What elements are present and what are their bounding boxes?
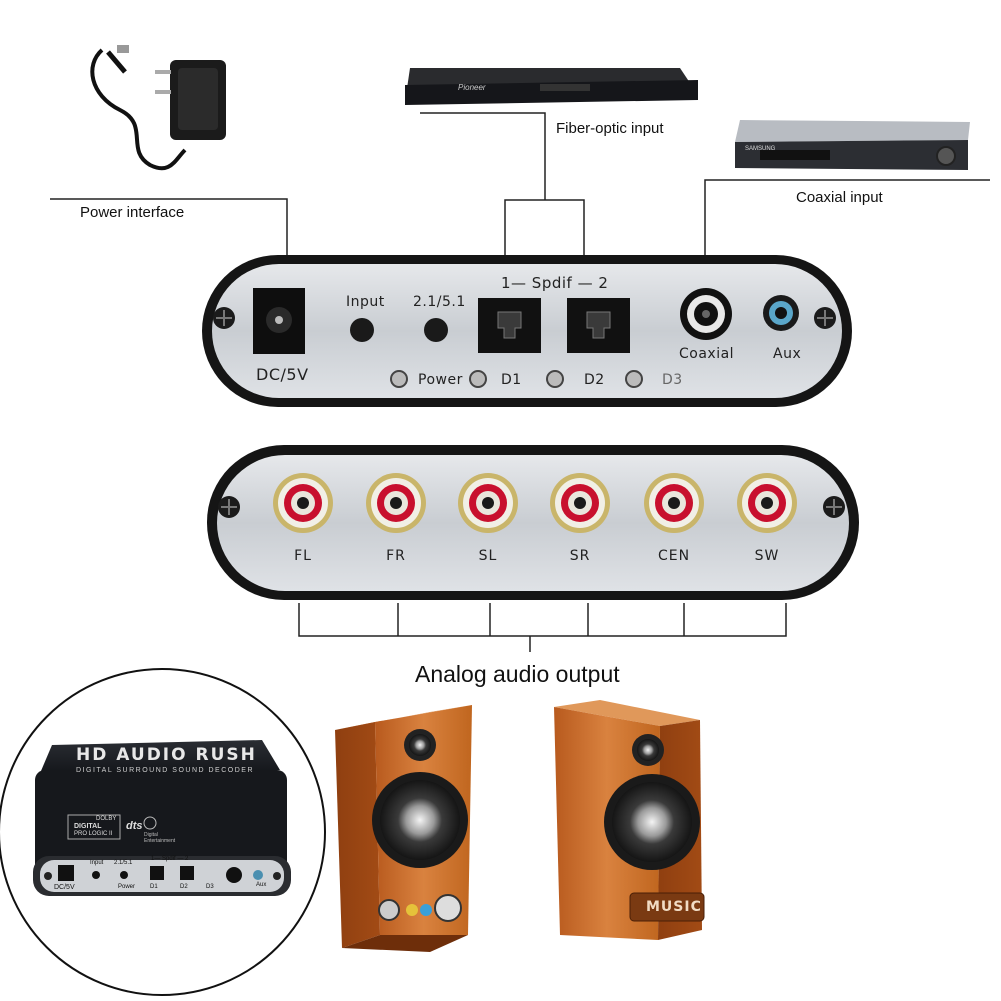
inset-spdif-label: 1— Spdif — 2 (151, 856, 189, 862)
channel-label-sr: SR (569, 548, 591, 564)
coaxial-jack (680, 288, 732, 340)
inset-aux-label: Aux (256, 882, 267, 888)
inset-led-d3: D3 (206, 884, 214, 890)
inset-led-power: Power (118, 884, 136, 890)
input-label: Input (346, 294, 385, 310)
inset-led-d1: D1 (150, 884, 158, 890)
channel-label-sw: SW (754, 548, 780, 564)
rca-jack-sw (737, 473, 797, 533)
aux-label: Aux (773, 346, 802, 362)
pioneer-logo: Pioneer (458, 83, 486, 92)
music-badge (629, 892, 705, 922)
mode-button (424, 318, 448, 342)
rca-jack-sl (458, 473, 518, 533)
coaxial-label: Coaxial (679, 346, 735, 362)
led-power (390, 370, 408, 388)
inset-led-d2: D2 (180, 884, 188, 890)
inset-dc-label: DC/5V (54, 884, 75, 891)
analog-output-label: Analog audio output (415, 661, 620, 687)
inset-dolby-logo (67, 814, 121, 840)
rca-jack-fr (366, 473, 426, 533)
led-label-d2: D2 (584, 372, 605, 388)
screw-right (823, 496, 845, 518)
channel-label-sl: SL (478, 548, 498, 564)
led-label-d1: D1 (501, 372, 522, 388)
product-inset (0, 668, 326, 996)
inset-dolby-text-3: PRO LOGIC II (74, 831, 113, 837)
connector-lines-bottom (298, 603, 787, 652)
svg-text:SAMSUNG: SAMSUNG (745, 146, 776, 152)
front-panel (202, 255, 852, 407)
coaxial-player-image: SAMSUNG (735, 120, 970, 170)
power-interface-label: Power interface (80, 204, 185, 221)
inset-dts-sub: Digital Entertainment (144, 832, 176, 844)
led-label-d3: D3 (662, 372, 683, 388)
dc-label: DC/5V (256, 365, 309, 384)
led-label-power: Power (418, 372, 463, 388)
music-badge-text: MUSIC (646, 899, 702, 915)
optical-port-2 (567, 298, 630, 353)
coaxial-input-label: Coaxial input (796, 189, 883, 206)
channel-label-cen: CEN (657, 548, 691, 564)
rca-jack-fl (273, 473, 333, 533)
optical-port-1 (478, 298, 541, 353)
screw-left (213, 307, 235, 329)
led-d3 (625, 370, 643, 388)
inset-mode-label: 2.1/5.1 (114, 860, 133, 866)
aux-jack (763, 295, 799, 331)
mode-label: 2.1/5.1 (413, 294, 466, 310)
speaker-right (554, 700, 705, 940)
rca-jack-sr (550, 473, 610, 533)
inset-dts-logo (143, 816, 157, 830)
inset-product-title: HD AUDIO RUSH (76, 745, 257, 765)
connector-lines-top (50, 112, 990, 255)
screw-left (218, 496, 240, 518)
rca-jack-cen (644, 473, 704, 533)
inset-dts-text: dts (126, 820, 143, 832)
inset-dolby-text-2: DIGITAL (74, 823, 102, 830)
fiber-optic-player-image: Pioneer (405, 68, 698, 105)
rear-panel (207, 445, 859, 600)
channel-label-fl: FL (294, 548, 312, 564)
inset-dolby-text-1: DOLBY (96, 816, 117, 822)
speaker-left (335, 705, 472, 952)
channel-label-fr: FR (386, 548, 406, 564)
inset-product-subtitle: DIGITAL SURROUND SOUND DECODER (76, 767, 255, 774)
spdif-label: 1— Spdif — 2 (501, 274, 609, 292)
screw-right (814, 307, 836, 329)
input-button (350, 318, 374, 342)
dc-jack (253, 288, 305, 354)
led-d1 (469, 370, 487, 388)
rca-jacks (273, 473, 797, 533)
fiber-optic-label: Fiber-optic input (556, 120, 664, 137)
inset-input-label: Input (90, 860, 104, 866)
led-d2 (546, 370, 564, 388)
power-adapter-image (90, 45, 226, 171)
